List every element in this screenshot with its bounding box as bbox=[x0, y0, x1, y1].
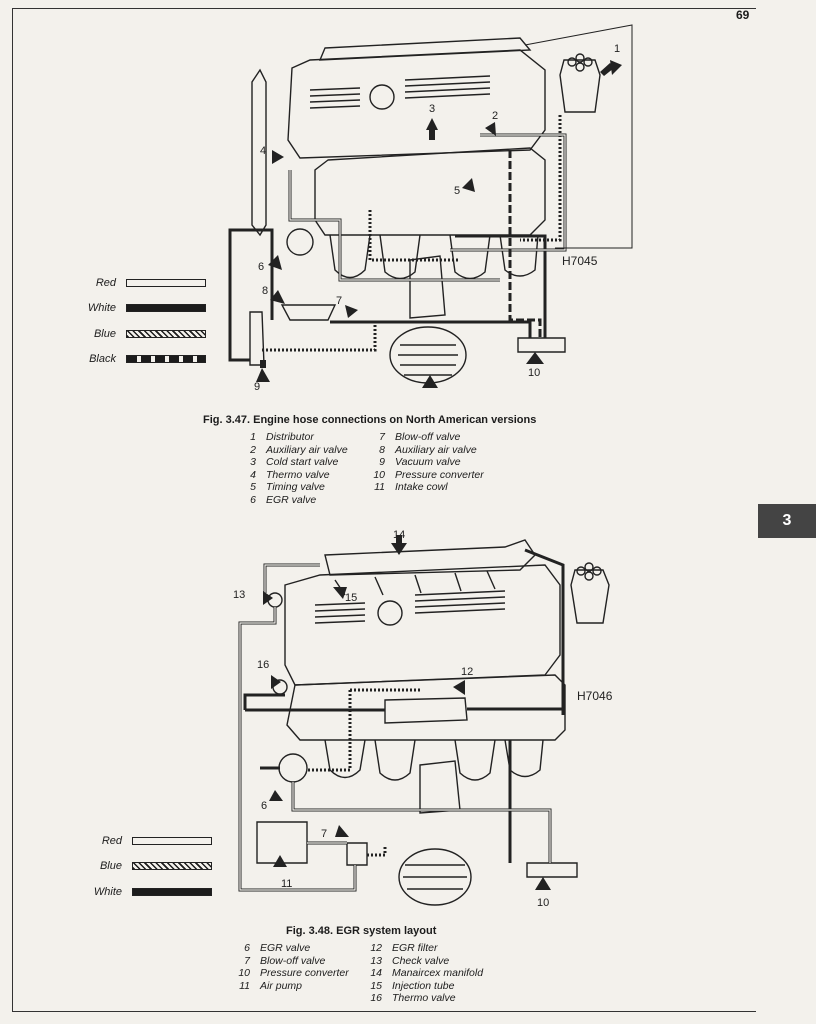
callout-15: 15 bbox=[345, 592, 357, 604]
callout-12: 12 bbox=[461, 666, 473, 678]
callout-9: 9 bbox=[254, 381, 260, 393]
callout-6: 6 bbox=[261, 800, 267, 812]
drawing-ref: H7046 bbox=[577, 689, 613, 703]
page-frame bbox=[12, 8, 756, 1012]
swatch-solid bbox=[126, 304, 206, 313]
key-row-blue: Blue bbox=[76, 321, 206, 347]
key-row-blue: Blue bbox=[82, 854, 212, 880]
page-number: 69 bbox=[736, 8, 750, 22]
swatch-open bbox=[132, 836, 212, 845]
swatch-open bbox=[126, 278, 206, 287]
callout-5: 5 bbox=[454, 185, 460, 197]
drawing-ref: H7045 bbox=[562, 254, 598, 268]
key-row-red: Red bbox=[76, 270, 206, 296]
egr-system-diagram: 14 13 15 16 12 6 7 11 10 H7046 bbox=[233, 529, 613, 909]
callout-13: 13 bbox=[233, 589, 245, 601]
key-label: White bbox=[87, 302, 116, 315]
callout-1: 1 bbox=[614, 43, 620, 55]
callout-4: 4 bbox=[260, 145, 266, 157]
hose-color-key: Red White Blue Black bbox=[76, 270, 206, 372]
callout-3: 3 bbox=[429, 103, 435, 115]
figure-caption: Fig. 3.47. Engine hose connections on No… bbox=[203, 414, 537, 426]
chapter-tab: 3 bbox=[758, 504, 816, 538]
callout-8: 8 bbox=[262, 285, 268, 297]
key-row-white: White bbox=[82, 879, 212, 905]
callout-11: 11 bbox=[281, 878, 292, 890]
figure-caption: Fig. 3.48. EGR system layout bbox=[286, 925, 437, 937]
engine-hose-diagram: 1 2 3 4 5 6 7 8 9 10 11 H7045 bbox=[228, 24, 633, 395]
callout-6: 6 bbox=[258, 261, 264, 273]
hose-color-key: Red Blue White bbox=[82, 828, 212, 905]
callout-2: 2 bbox=[492, 110, 498, 122]
key-label: Red bbox=[101, 834, 122, 847]
callout-10: 10 bbox=[528, 367, 540, 379]
chapter-tab-label: 3 bbox=[782, 512, 792, 529]
key-row-red: Red bbox=[82, 828, 212, 854]
callout-14: 14 bbox=[393, 529, 405, 541]
swatch-solid bbox=[132, 887, 212, 896]
swatch-hatched bbox=[126, 329, 206, 338]
key-row-black: Black bbox=[76, 347, 206, 373]
key-label: Blue bbox=[93, 327, 116, 340]
key-label: White bbox=[93, 885, 122, 898]
key-label: Red bbox=[95, 276, 116, 289]
callout-7: 7 bbox=[321, 828, 327, 840]
callout-11: 11 bbox=[424, 394, 435, 395]
callout-16: 16 bbox=[257, 659, 269, 671]
callout-10: 10 bbox=[537, 897, 549, 909]
swatch-dashed bbox=[126, 355, 206, 364]
callout-7: 7 bbox=[336, 295, 342, 307]
key-label: Blue bbox=[99, 860, 122, 873]
swatch-hatched bbox=[132, 862, 212, 871]
key-row-white: White bbox=[76, 296, 206, 322]
key-label: Black bbox=[89, 353, 116, 366]
